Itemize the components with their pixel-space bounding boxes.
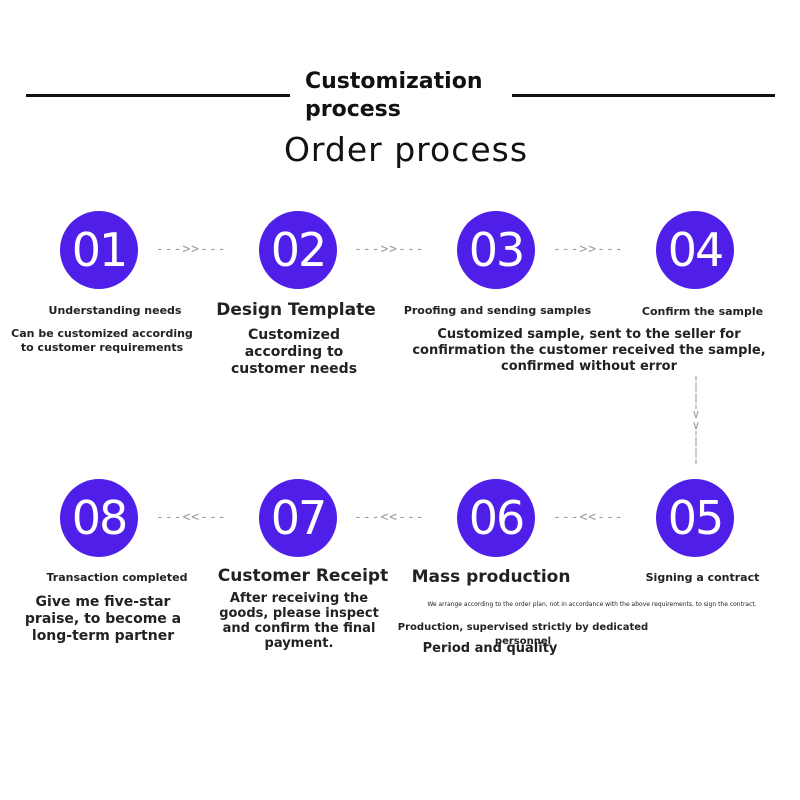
step-04-circle: 04 <box>656 211 734 289</box>
step-07-label: Customer Receipt <box>217 566 389 586</box>
step-06-circle: 06 <box>457 479 535 557</box>
page-subtitle: Order process <box>283 130 529 169</box>
connector-03-04: --->>--- <box>553 242 624 257</box>
step-01-circle: 01 <box>60 211 138 289</box>
connector-07-08: ---<<--- <box>156 510 227 525</box>
step-06-description: Production, supervised strictly by dedic… <box>397 622 649 647</box>
step-07-circle: 07 <box>259 479 337 557</box>
step-06-label: Mass production <box>411 567 571 587</box>
step-02-description: Customized according to customer needs <box>230 327 358 377</box>
step-02-label: Design Template <box>216 300 376 320</box>
step-02-circle: 02 <box>259 211 337 289</box>
step-06-description-2: Period and quality <box>422 641 558 656</box>
title-rule-left <box>26 94 290 97</box>
connector-01-02: --->>--- <box>156 242 227 257</box>
step-05-circle: 05 <box>656 479 734 557</box>
step-01-label: Understanding needs <box>48 304 182 317</box>
connector-05-06: ---<<--- <box>553 510 624 525</box>
step-03-description: Customized sample, sent to the seller fo… <box>412 327 766 374</box>
step-05-label: Signing a contract <box>645 571 760 584</box>
step-08-label: Transaction completed <box>46 571 188 584</box>
step-05-description: We arrange according to the order plan, … <box>427 601 757 608</box>
step-03-circle: 03 <box>457 211 535 289</box>
step-07-description: After receiving the goods, please inspec… <box>219 591 379 651</box>
connector-02-03: --->>--- <box>354 242 425 257</box>
title-rule-right <box>512 94 775 97</box>
step-04-label: Confirm the sample <box>641 305 764 318</box>
step-01-description: Can be customized according to customer … <box>11 327 193 354</box>
step-03-label: Proofing and sending samples <box>403 304 592 317</box>
connector-06-07: ---<<--- <box>354 510 425 525</box>
step-08-description: Give me five-star praise, to become a lo… <box>24 594 182 644</box>
page-title: Customization process <box>305 69 483 122</box>
connector-04-05: ¦ ¦ ¦ ∨ ∨ ¦ ¦ ¦ <box>692 374 700 465</box>
step-08-circle: 08 <box>60 479 138 557</box>
